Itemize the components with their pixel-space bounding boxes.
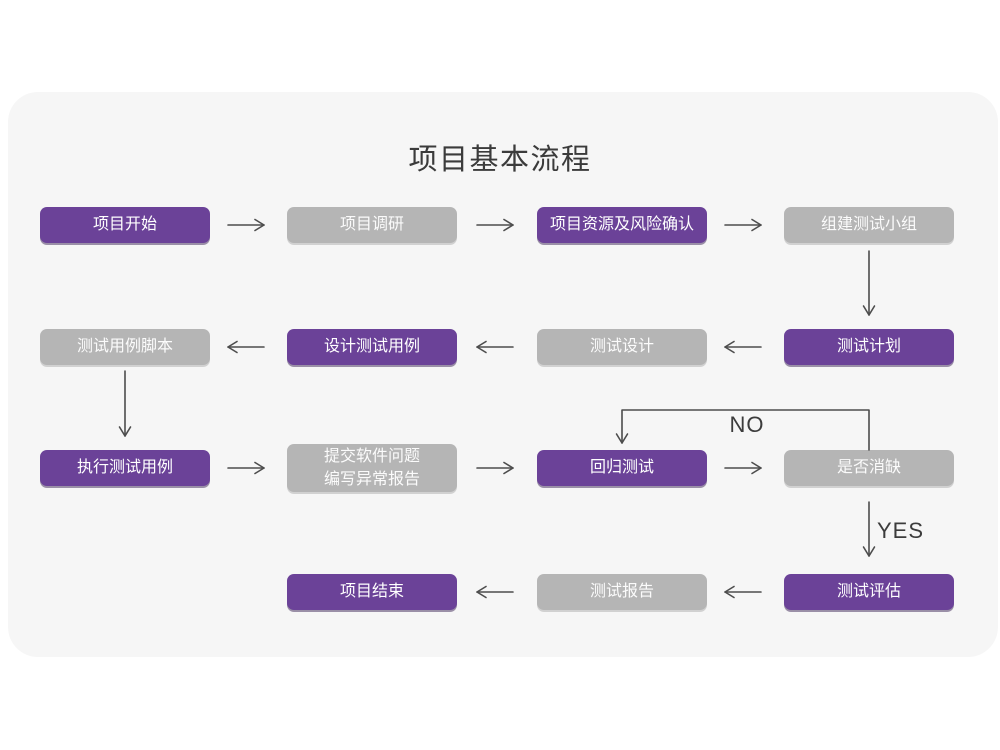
diagram-title: 项目基本流程 <box>408 144 592 176</box>
node-project-research: 项目调研 <box>287 207 457 243</box>
node-defect-cleared-decision: 是否消缺 <box>784 450 954 486</box>
node-submit-issue-report: 提交软件问题 编写异常报告 <box>287 444 457 492</box>
node-project-end: 项目结束 <box>287 574 457 610</box>
node-build-test-team: 组建测试小组 <box>784 207 954 243</box>
flowchart-card-background <box>8 92 998 657</box>
node-test-case-script: 测试用例脚本 <box>40 329 210 365</box>
node-resources-risk-confirm: 项目资源及风险确认 <box>537 207 707 243</box>
node-project-start: 项目开始 <box>40 207 210 243</box>
edge-label-no: NO <box>729 412 765 437</box>
node-test-report: 测试报告 <box>537 574 707 610</box>
edge-label-yes: YES <box>877 518 925 543</box>
node-test-plan: 测试计划 <box>784 329 954 365</box>
node-test-design: 测试设计 <box>537 329 707 365</box>
node-design-test-case: 设计测试用例 <box>287 329 457 365</box>
node-regression-test: 回归测试 <box>537 450 707 486</box>
node-test-evaluation: 测试评估 <box>784 574 954 610</box>
node-execute-test-case: 执行测试用例 <box>40 450 210 486</box>
